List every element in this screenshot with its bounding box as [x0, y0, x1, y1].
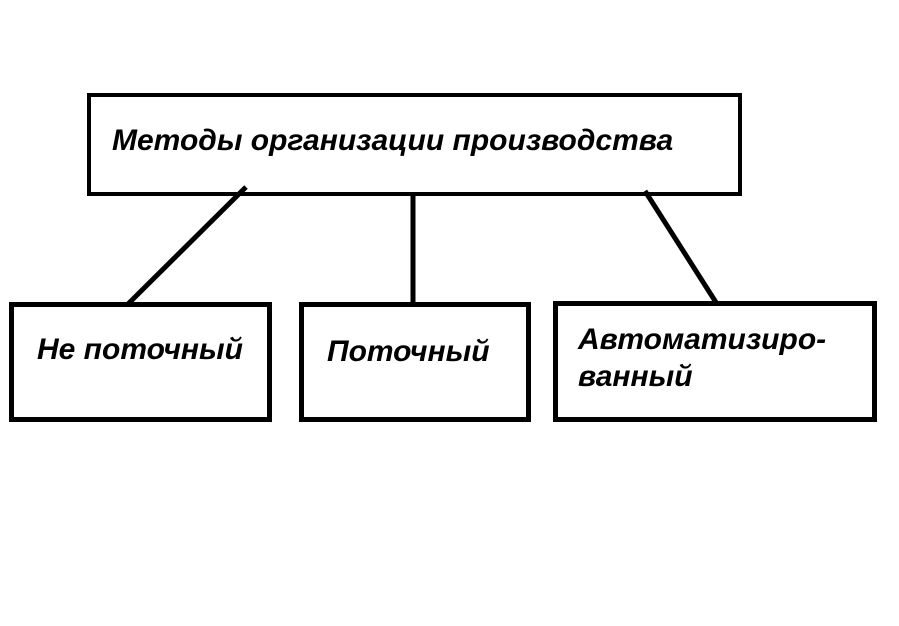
child-box-automated-label: Автоматизиро- ванный	[578, 322, 827, 393]
child-box-flow-label: Поточный	[327, 334, 490, 368]
connector-root-to-automated	[642, 189, 720, 306]
child-box-flow: Поточный	[299, 302, 531, 422]
child-box-automated: Автоматизиро- ванный	[553, 301, 877, 422]
connector-root-to-non-flow	[126, 185, 248, 306]
root-box-production-methods: Методы организации производства	[87, 93, 742, 196]
child-box-non-flow: Не поточный	[9, 302, 272, 422]
root-box-label: Методы организации производства	[112, 124, 674, 157]
child-box-non-flow-label: Не поточный	[37, 332, 244, 366]
